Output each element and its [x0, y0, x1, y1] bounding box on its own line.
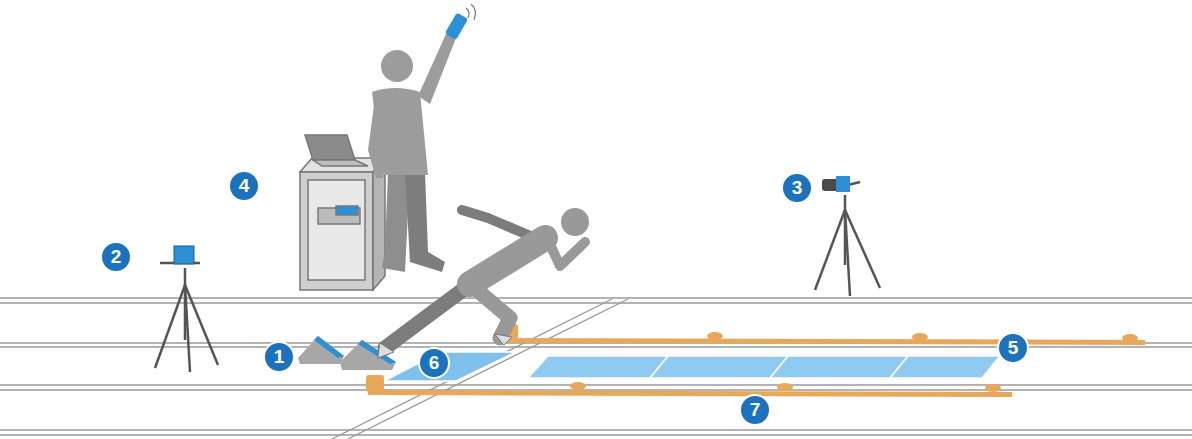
callout-number: 4: [228, 170, 260, 202]
callout-number: 1: [263, 341, 295, 373]
callout-number: 2: [100, 241, 132, 273]
sprinter-figure: [378, 208, 589, 358]
callout-number: 3: [781, 172, 813, 204]
callout-number: 6: [418, 347, 450, 379]
callout-number: 5: [997, 332, 1029, 364]
camera-tripod: [155, 263, 218, 372]
operator-figure: [368, 4, 475, 272]
callout-number: 7: [739, 394, 771, 426]
starting-blocks: [298, 336, 396, 370]
camera-tripod: [815, 182, 880, 296]
light-barriers: [366, 324, 1145, 397]
track-lines: [0, 298, 1192, 439]
force-plates: [384, 352, 1000, 381]
